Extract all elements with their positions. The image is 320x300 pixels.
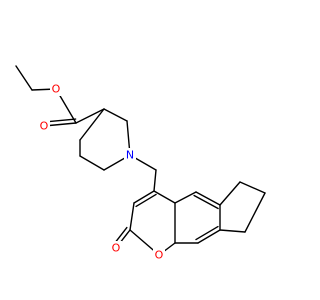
bond-p4-p5 xyxy=(79,155,105,171)
atom-n-piperidine: N xyxy=(124,148,136,162)
bond-c5-c6-double xyxy=(193,194,219,210)
bond-p1-p2 xyxy=(103,108,128,122)
bond-ch2-c4 xyxy=(153,169,157,192)
atom-o-carbonyl-label: O xyxy=(40,120,49,133)
atom-o-ketone-label: O xyxy=(112,242,121,255)
bond-lines xyxy=(15,65,266,256)
bond-c6-cp1 xyxy=(219,181,241,206)
bond-cp3-c7 xyxy=(219,229,246,233)
bond-c4-c3-double xyxy=(135,193,157,208)
atom-o-pyranone-ring-label: O xyxy=(155,249,164,262)
bond-c4-c3 xyxy=(133,190,155,204)
atom-o-ether-label: O xyxy=(52,83,61,96)
bond-cp1-cp2 xyxy=(239,181,266,194)
molecule-structure: O O N O O xyxy=(15,65,266,262)
atom-o-pyranone-ring: O xyxy=(153,248,165,262)
atom-o-carbonyl: O xyxy=(38,119,50,133)
atom-n-piperidine-label: N xyxy=(126,149,134,162)
bond-c4a-c5 xyxy=(174,191,197,204)
atom-o-ketone: O xyxy=(110,241,122,255)
bond-cE-p1 xyxy=(75,108,105,124)
bond-c7-c8-double xyxy=(195,225,219,241)
bond-c4a-c4 xyxy=(153,190,176,204)
atom-o-ether: O xyxy=(50,82,62,96)
bond-a1-a2 xyxy=(15,65,33,91)
bond-c7-c8 xyxy=(197,229,221,244)
bond-c5-c6 xyxy=(195,191,221,206)
bond-cp2-cp3 xyxy=(244,192,266,233)
bond-p6-p1 xyxy=(79,108,105,141)
bond-c3-c2 xyxy=(129,202,135,231)
